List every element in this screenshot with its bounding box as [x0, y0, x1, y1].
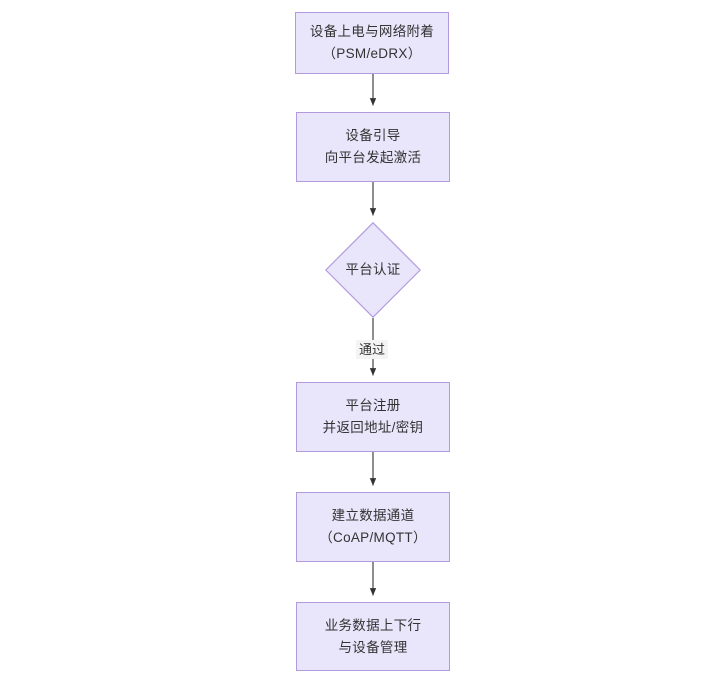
- diamond-shape: [325, 222, 421, 318]
- flow-node-data-channel[interactable]: 建立数据通道 （CoAP/MQTT）: [296, 492, 450, 562]
- node-text-line: 平台注册: [345, 398, 401, 413]
- flow-node-business-data[interactable]: 业务数据上下行 与设备管理: [296, 602, 450, 671]
- node-text-line: 设备上电与网络附着: [309, 24, 435, 39]
- node-text-line: 建立数据通道: [331, 508, 415, 523]
- flow-node-platform-registration[interactable]: 平台注册 并返回地址/密钥: [296, 382, 450, 452]
- node-text-line: 设备引导: [345, 128, 401, 143]
- node-text-line: 平台认证: [345, 262, 401, 277]
- flow-node-device-power-on[interactable]: 设备上电与网络附着 （PSM/eDRX）: [295, 12, 449, 74]
- edge-label-pass: 通过: [356, 340, 389, 359]
- node-text-line: 并返回地址/密钥: [322, 420, 424, 435]
- node-text-line: 业务数据上下行: [324, 617, 422, 633]
- decision-label: 平台认证: [325, 222, 421, 318]
- node-text-line: 与设备管理: [338, 639, 408, 655]
- flow-node-platform-auth-decision[interactable]: 平台认证: [325, 222, 421, 318]
- node-text-line: （PSM/eDRX）: [322, 46, 422, 61]
- node-text-line: 向平台发起激活: [324, 150, 422, 165]
- flow-node-device-bootstrap[interactable]: 设备引导 向平台发起激活: [296, 112, 450, 182]
- node-text-line: （CoAP/MQTT）: [319, 530, 427, 545]
